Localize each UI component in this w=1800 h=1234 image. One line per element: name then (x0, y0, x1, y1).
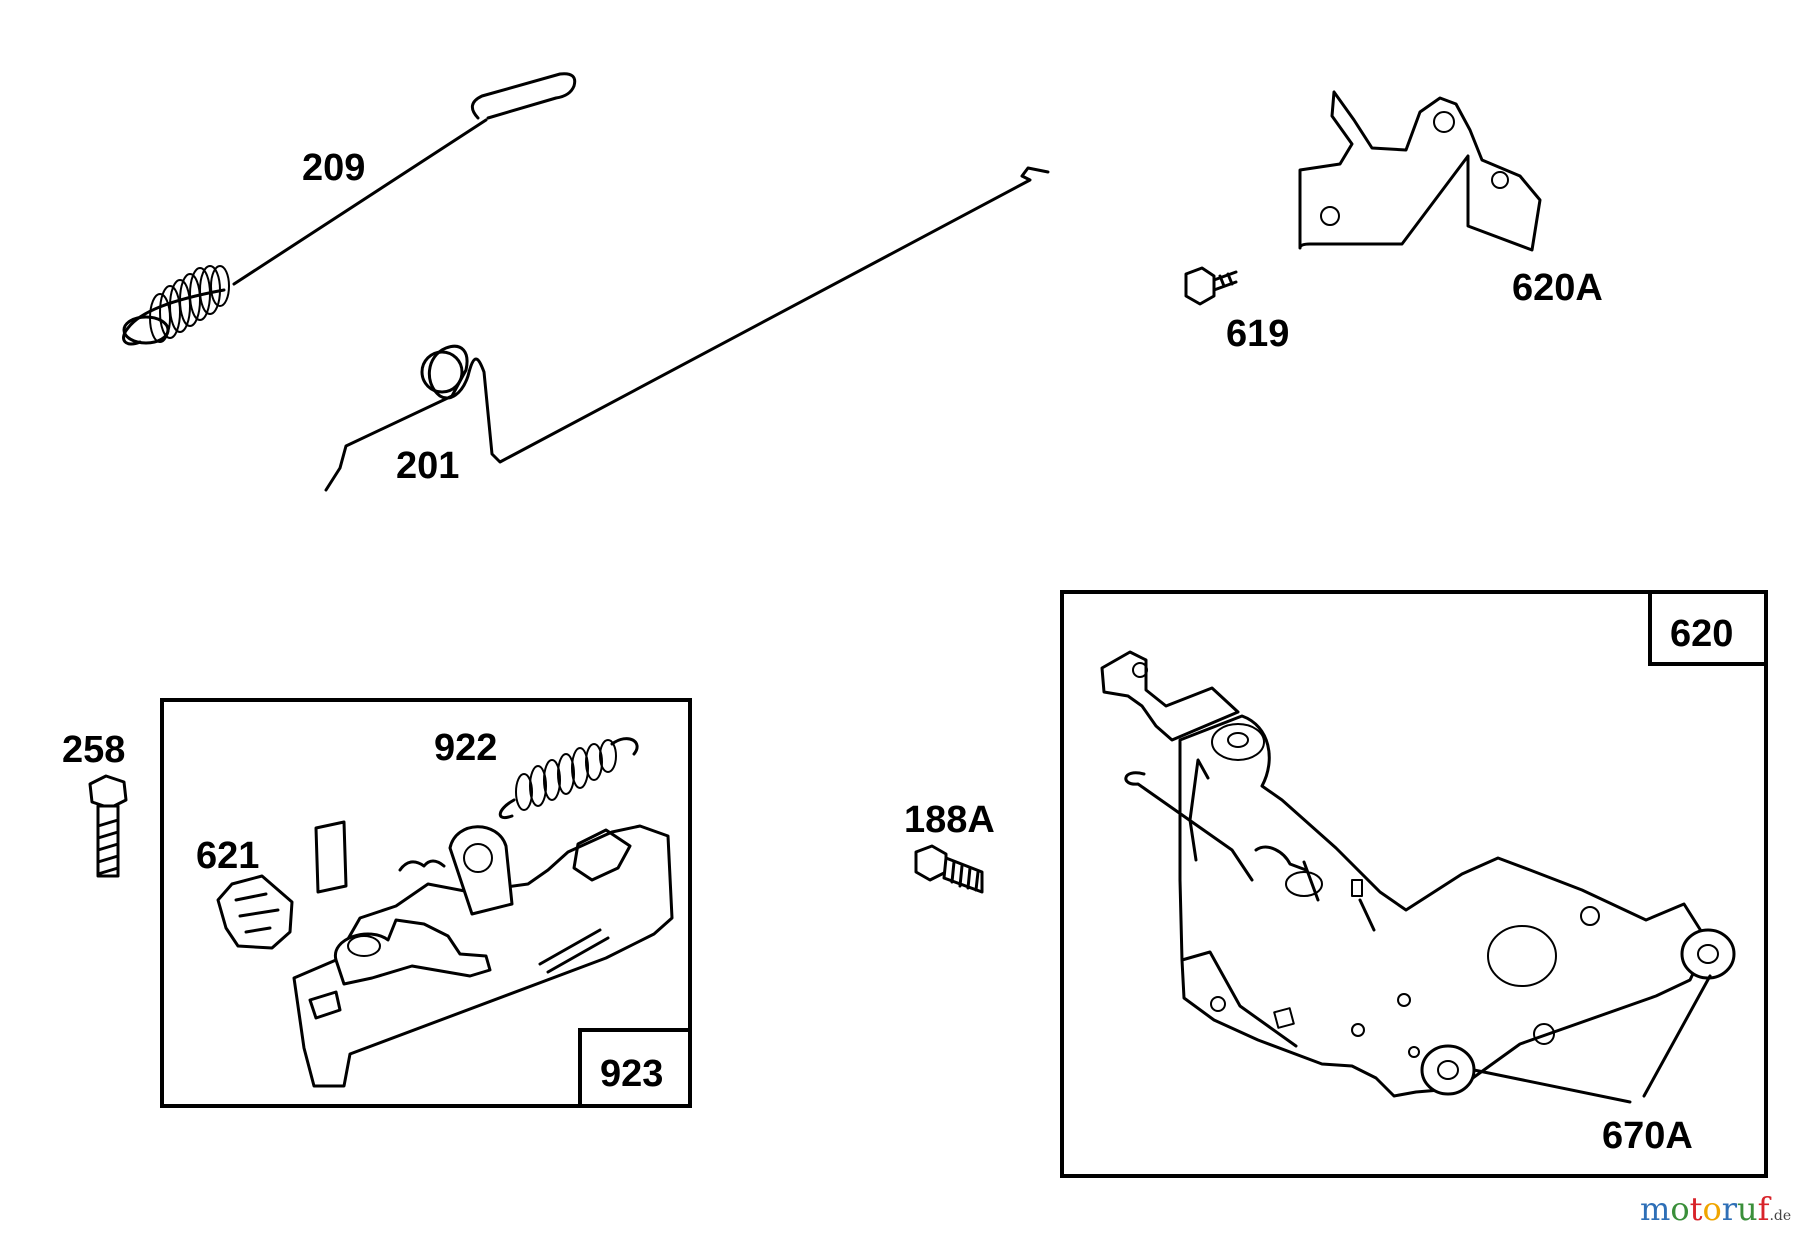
assembly-620-box (1060, 590, 1768, 1178)
label-670A: 670A (1602, 1115, 1693, 1157)
part-209-spring-link (122, 72, 577, 346)
part-188A-bolt (914, 844, 984, 894)
part-258-bolt (88, 774, 128, 878)
label-922: 922 (434, 727, 497, 769)
label-188A: 188A (904, 799, 995, 841)
wm-letter-1: o (1670, 1190, 1689, 1228)
label-258: 258 (62, 729, 125, 771)
label-620: 620 (1670, 613, 1733, 655)
wm-letter-3: o (1702, 1190, 1721, 1228)
wm-letter-2: t (1690, 1190, 1703, 1228)
label-621: 621 (196, 835, 259, 877)
assembly-923-box (160, 698, 692, 1108)
part-922-spring (498, 737, 639, 819)
spring-coil-209 (149, 265, 230, 343)
part-621-clip (216, 874, 294, 950)
label-923: 923 (600, 1053, 663, 1095)
leader-670A-a (1642, 974, 1712, 1098)
part-201-link-rod (324, 166, 1050, 492)
wm-letter-0: m (1640, 1190, 1670, 1228)
control-plate (292, 820, 674, 1088)
label-620A: 620A (1512, 267, 1603, 309)
control-bracket-620 (1100, 650, 1736, 1098)
part-620A-bracket (1298, 90, 1542, 252)
wm-letter-4: r (1722, 1190, 1738, 1228)
leader-670A-b (1472, 1068, 1632, 1104)
wm-suffix: .de (1769, 1208, 1791, 1224)
watermark-logo: motoruf.de (1640, 1190, 1791, 1228)
part-619-screw (1184, 266, 1238, 306)
svg-text:motoruf.de: motoruf.de (1640, 1190, 1791, 1228)
wm-letter-5: u (1737, 1190, 1758, 1228)
label-201: 201 (396, 445, 459, 487)
label-619: 619 (1226, 313, 1289, 355)
label-209: 209 (302, 147, 365, 189)
wm-letter-6: f (1758, 1190, 1772, 1228)
